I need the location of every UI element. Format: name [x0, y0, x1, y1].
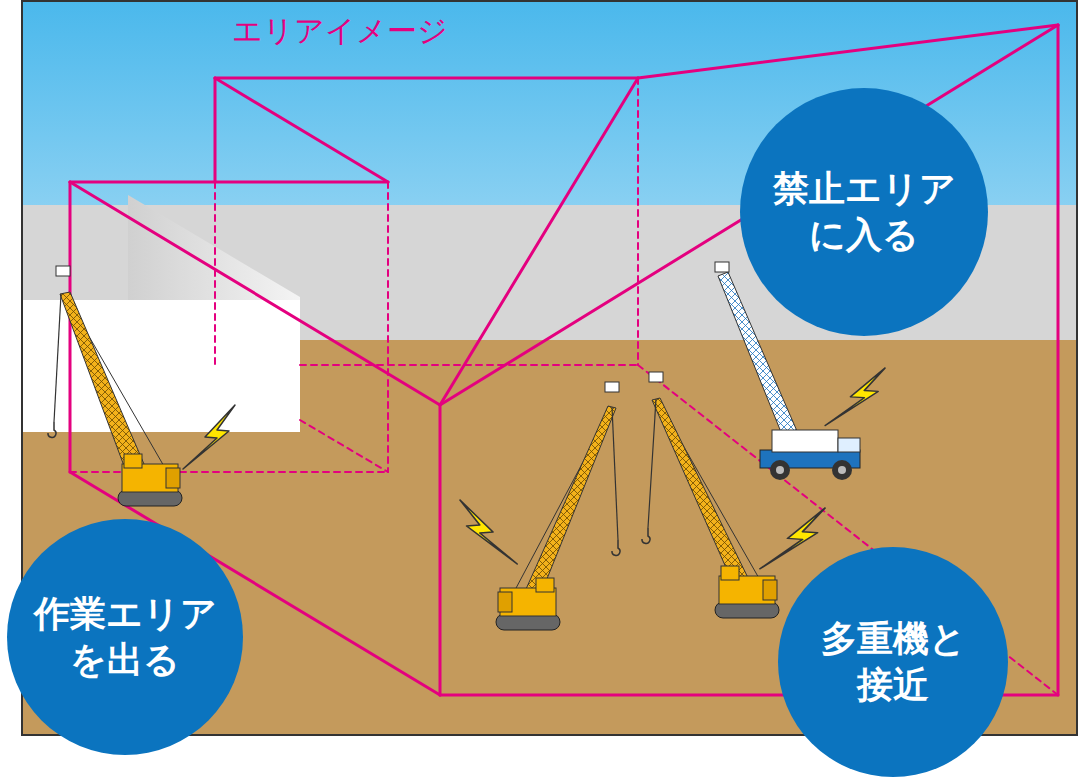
area-wireframe: [214, 182, 216, 365]
crawler-crane: [642, 528, 650, 543]
area-wireframe: [637, 78, 639, 365]
crawler-crane: [60, 292, 150, 482]
warning-bolt: [460, 500, 517, 564]
crawler-crane: [124, 454, 142, 468]
area-wireframe: [215, 77, 638, 80]
rough-terrain-crane: [776, 466, 784, 474]
area-wireframe: [1057, 25, 1060, 695]
crawler-crane: [605, 382, 619, 392]
crawler-crane: [118, 454, 182, 506]
crawler-crane: [496, 382, 620, 630]
area-wireframe: [387, 182, 389, 472]
callout-text-group: 作業エリア を出る: [30, 591, 221, 683]
rough-terrain-crane: [772, 430, 838, 452]
area-wireframe: [70, 471, 388, 473]
crawler-crane: [48, 422, 56, 437]
background: [22, 0, 1078, 735]
callout-text: 作業エリア を出る: [30, 591, 221, 683]
callout-text-group: 禁止エリア に入る: [764, 166, 965, 258]
area-wireframe: [214, 78, 217, 182]
callout-text: 多重機と 接近: [800, 616, 986, 708]
area-wireframe: [215, 78, 388, 182]
crawler-crane: [612, 540, 620, 555]
crawler-crane: [642, 372, 779, 618]
area-wireframe: [69, 182, 72, 472]
warning-bolt: [183, 368, 885, 569]
area-wireframe: [439, 405, 442, 695]
rough-terrain-crane: [838, 438, 860, 452]
crawler-crane: [652, 398, 752, 588]
crawler-crane: [54, 294, 61, 422]
crawler-crane: [715, 566, 779, 618]
background: [22, 300, 300, 432]
callout-circle: 禁止エリア に入る: [740, 88, 988, 336]
callout-text: 禁止エリア に入る: [764, 166, 965, 258]
crawler-crane: [522, 406, 616, 598]
warning-bolt: [825, 368, 885, 426]
warning-bolt: [183, 405, 235, 469]
crawler-crane: [721, 566, 739, 580]
rough-terrain-crane: [832, 460, 852, 480]
warning-bolt: [760, 508, 825, 569]
callout-circle: 多重機と 接近: [778, 547, 1008, 777]
background: [22, 1, 1077, 735]
crawler-crane: [763, 580, 777, 600]
area-wireframe: [70, 182, 440, 405]
crawler-crane: [498, 592, 512, 612]
area-wireframe: [70, 181, 388, 184]
crawler-crane: [612, 407, 618, 540]
crawler-crane: [648, 399, 656, 528]
area-wireframe: [440, 78, 638, 405]
callout-circle: 作業エリア を出る: [7, 519, 243, 755]
area-wireframe: [638, 25, 1058, 78]
crawler-crane: [496, 578, 560, 630]
area-wireframe: [300, 420, 388, 472]
callout-text-group: 多重機と 接近: [800, 616, 986, 708]
rough-terrain-crane: [715, 262, 729, 272]
crawler-crane: [166, 468, 180, 488]
area-label: エリアイメージ: [232, 14, 448, 47]
rough-terrain-crane: [770, 460, 790, 480]
crawler-crane: [649, 372, 663, 382]
rough-terrain-crane: [838, 466, 846, 474]
crawler-crane: [48, 266, 182, 506]
crawler-crane: [536, 578, 554, 592]
crawler-crane: [56, 266, 70, 276]
area-wireframe: [300, 364, 638, 366]
